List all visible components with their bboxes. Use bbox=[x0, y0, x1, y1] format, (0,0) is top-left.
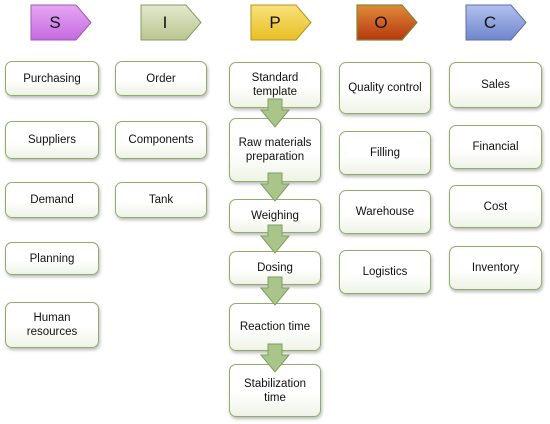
flow-arrow-4 bbox=[260, 276, 290, 306]
supplier-box-demand: Demand bbox=[5, 182, 99, 218]
customer-box-financial: Financial bbox=[449, 125, 542, 169]
output-box-logistics: Logistics bbox=[339, 250, 431, 294]
process-box-weighing: Weighing bbox=[229, 199, 321, 233]
customer-header: C bbox=[465, 4, 527, 41]
output-box-quality-control: Quality control bbox=[339, 62, 431, 114]
supplier-header: S bbox=[30, 4, 92, 41]
output-box-warehouse: Warehouse bbox=[339, 190, 431, 234]
customer-header-label: C bbox=[483, 13, 497, 32]
supplier-box-purchasing: Purchasing bbox=[5, 61, 99, 96]
supplier-header-label: S bbox=[49, 13, 61, 32]
process-header: P bbox=[250, 4, 312, 41]
supplier-box-planning: Planning bbox=[5, 242, 99, 275]
flow-arrow-5 bbox=[260, 343, 290, 373]
input-box-tank: Tank bbox=[115, 182, 207, 218]
flow-arrow-3 bbox=[260, 224, 290, 254]
input-box-components: Components bbox=[115, 121, 207, 159]
input-header-label: I bbox=[162, 13, 168, 32]
process-header-label: P bbox=[269, 13, 281, 32]
flow-arrow-1 bbox=[260, 98, 290, 128]
customer-box-sales: Sales bbox=[449, 62, 542, 108]
flow-arrow-2 bbox=[260, 172, 290, 202]
customer-box-inventory: Inventory bbox=[449, 246, 542, 290]
supplier-box-suppliers: Suppliers bbox=[5, 121, 99, 159]
input-header: I bbox=[140, 4, 202, 41]
customer-box-cost: Cost bbox=[449, 185, 542, 228]
output-header-label: O bbox=[374, 13, 388, 32]
supplier-box-human-resources: Human resources bbox=[5, 302, 99, 348]
input-box-order: Order bbox=[115, 61, 207, 96]
process-box-stabilization-time: Stabilization time bbox=[229, 364, 321, 417]
process-box-raw-materials-preparation: Raw materials preparation bbox=[229, 118, 321, 182]
output-box-filling: Filling bbox=[339, 131, 431, 175]
output-header: O bbox=[356, 4, 418, 41]
